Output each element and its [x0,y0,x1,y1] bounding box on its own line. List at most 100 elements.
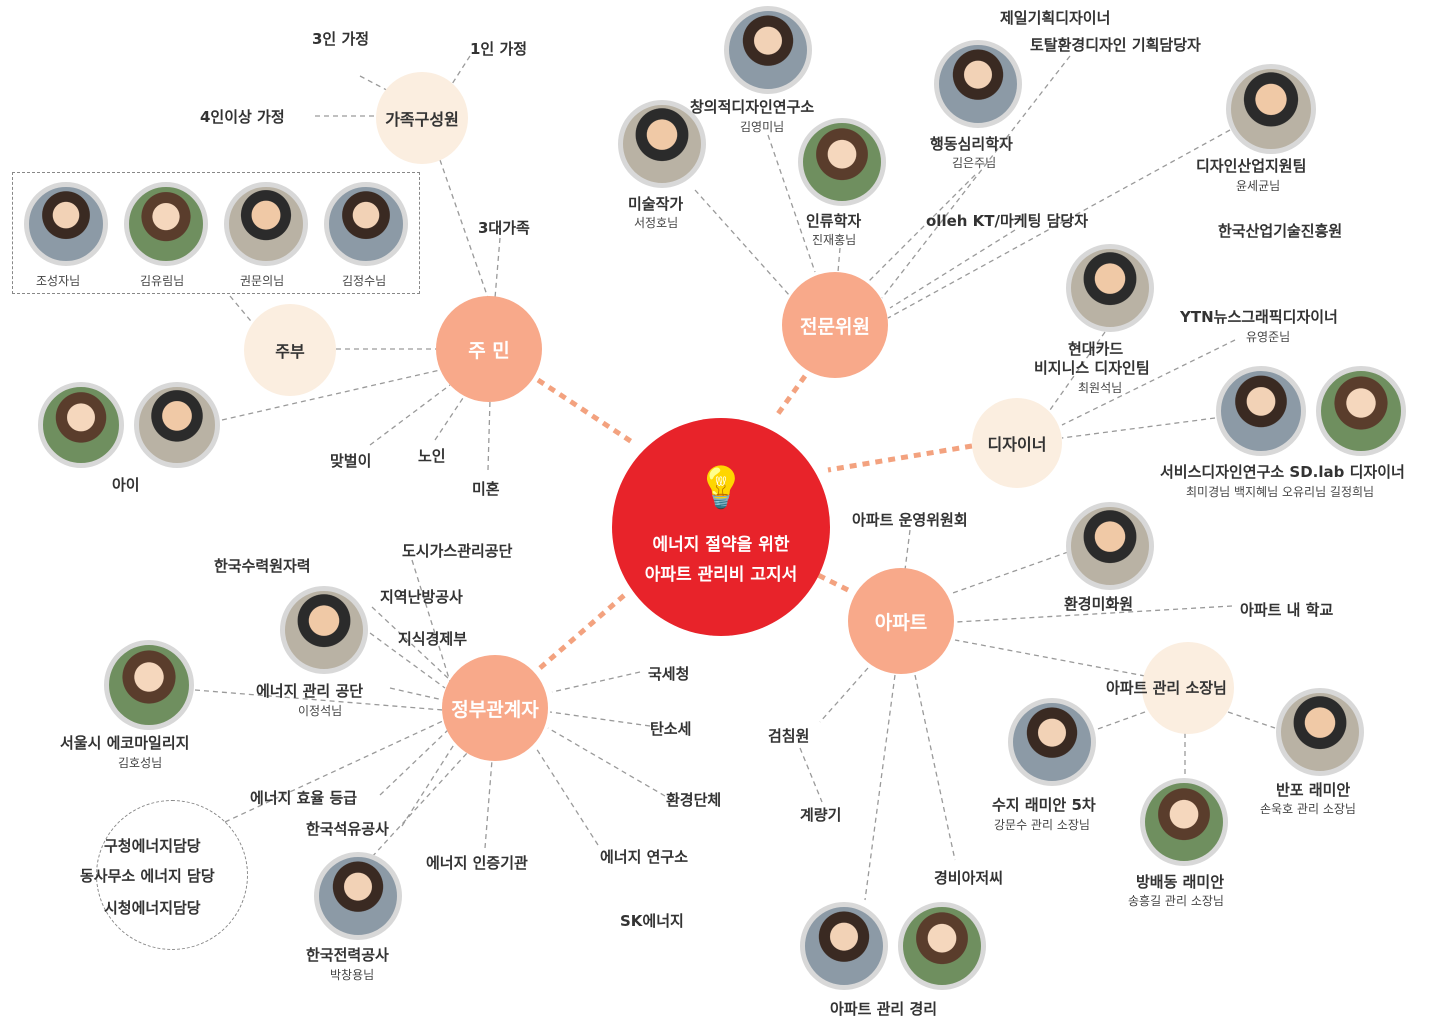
gov-kepco-name: 박창용님 [330,968,375,982]
avatar [800,902,888,990]
housewife-name: 권문의님 [240,274,285,288]
gov-khnp: 한국수력원자력 [214,557,311,575]
resident-dual: 맞벌이 [330,452,372,470]
expert-artist-name: 서정호님 [634,216,679,230]
apt-env: 환경미화원 [1064,595,1134,613]
apt-banpo-name: 손욱호 관리 소장님 [1260,802,1356,816]
apt-committee: 아파트 운영위원회 [852,511,968,529]
gov-energy-agency-title: 에너지 관리 공단 [256,682,364,700]
hub-gov: 정부관계자 [442,655,548,761]
apt-checker: 검침원 [768,727,810,745]
hub-jeonmun: 전문위원 [782,272,888,378]
apt-banpo-title: 반포 래미안 [1276,781,1351,799]
avatar [124,182,208,266]
center-line-1: 에너지 절약을 위한 [652,535,790,555]
gov-gas: 도시가스관리공단 [402,542,513,560]
gov-cert: 에너지 인증기관 [426,854,528,872]
sub-apt-manager [1142,642,1234,734]
designer-hyundai-title2: 비지니스 디자인팀 [1034,359,1150,377]
expert-cheil: 제일기획디자이너 [1000,9,1111,27]
gov-nts: 국세청 [648,665,690,683]
avatar [1066,244,1154,332]
avatar [1226,64,1316,154]
avatar [724,6,812,94]
avatar [324,182,408,266]
avatar [314,852,402,940]
local-gov-group [96,800,248,950]
expert-psych-title: 행동심리학자 [930,135,1013,153]
designer-ytn-name: 유영준님 [1246,330,1291,344]
expert-research-name: 김영미님 [740,120,785,134]
apt-accounting: 아파트 관리 경리 [830,1000,938,1018]
expert-olleh: olleh KT/마케팅 담당자 [926,212,1089,230]
expert-psych-name: 김은주님 [952,156,997,170]
expert-kidp-name: 윤세균님 [1236,179,1281,193]
expert-research-title: 창의적디자인연구소 [690,98,815,116]
avatar [280,586,368,674]
avatar [104,640,194,730]
housewife-name: 조성자님 [36,274,81,288]
apt-suji-name: 강문수 관리 소장님 [994,818,1090,832]
apt-bangbae-title: 방배동 래미안 [1136,873,1225,891]
hub-jumin: 주 민 [436,296,542,402]
apt-manager-label: 아파트 관리 소장님 [1106,679,1227,697]
avatar [224,182,308,266]
sub-family: 가족구성원 [376,72,468,164]
designer-service-title: 서비스디자인연구소 SD.lab 디자이너 [1160,463,1405,481]
gov-local-2: 동사무소 에너지 담당 [80,867,215,885]
avatar [24,182,108,266]
gov-institute: 에너지 연구소 [600,848,689,866]
apt-guard: 경비아저씨 [934,869,1004,887]
avatar [798,118,886,206]
resident-elder: 노인 [418,447,446,465]
apt-bangbae-name: 송흥길 관리 소장님 [1128,894,1224,908]
family-one: 1인 가정 [470,40,528,58]
gov-seoul-title: 서울시 에코마일리지 [60,734,190,752]
apt-suji-title: 수지 래미안 5차 [992,796,1096,814]
apt-meter: 계량기 [800,806,842,824]
gov-mke: 지식경제부 [398,630,468,648]
expert-kidp-title: 디자인산업지원팀 [1196,157,1307,175]
gov-efficiency: 에너지 효율 등급 [250,789,358,807]
center-topic: 💡 에너지 절약을 위한 아파트 관리비 고지서 [612,418,830,636]
avatar [618,100,706,188]
hub-apt: 아파트 [848,568,954,674]
expert-anthro-name: 진재홍님 [812,233,857,247]
sub-jubu: 주부 [244,304,336,396]
designer-hyundai-name: 최원석님 [1078,381,1123,395]
family-three: 3인 가정 [312,30,370,48]
avatar [934,40,1022,128]
designer-hyundai-title1: 현대카드 [1068,340,1124,358]
gov-sk: SK에너지 [620,912,684,930]
expert-kiat: 한국산업기술진흥원 [1218,222,1343,240]
gov-knoc: 한국석유공사 [306,820,389,838]
resident-unmarried: 미혼 [472,480,500,498]
hub-designer: 디자이너 [972,398,1062,488]
expert-anthro-title: 인류학자 [806,212,862,230]
gov-energy-agency-name: 이정석님 [298,704,343,718]
lightbulb-icon: 💡 [696,465,746,511]
apt-school: 아파트 내 학교 [1240,601,1334,619]
designer-ytn-title: YTN뉴스그래픽디자이너 [1180,308,1338,326]
expert-artist-title: 미술작가 [628,195,684,213]
avatar [134,382,220,468]
housewives-group [12,172,420,294]
gov-env-groups: 환경단체 [666,791,722,809]
center-line-2: 아파트 관리비 고지서 [644,565,798,585]
resident-child: 아이 [112,476,140,494]
avatar [1008,698,1096,786]
gov-kepco-title: 한국전력공사 [306,946,389,964]
avatar [1216,366,1306,456]
family-four: 4인이상 가정 [200,108,285,126]
gov-local-3: 시청에너지담당 [104,899,201,917]
gov-seoul-name: 김호성님 [118,756,163,770]
housewife-name: 김유림님 [140,274,185,288]
avatar [898,902,986,990]
family-three-gen: 3대가족 [478,219,530,237]
housewife-name: 김정수님 [342,274,387,288]
avatar [1066,502,1154,590]
gov-heating: 지역난방공사 [380,588,463,606]
gov-carbon: 탄소세 [650,720,692,738]
expert-total: 토탈환경디자인 기획담당자 [1030,36,1201,54]
